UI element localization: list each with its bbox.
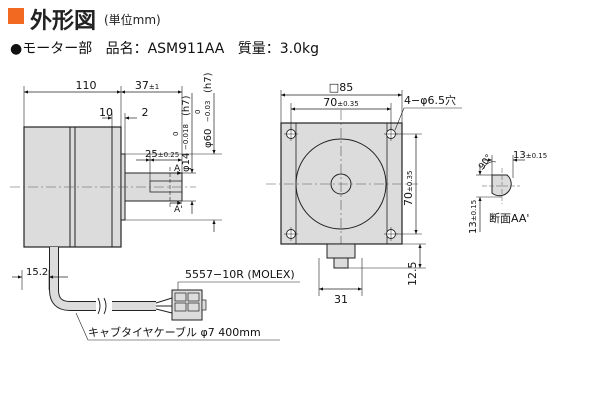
section-shape — [491, 174, 512, 197]
dia-shaft-tol-upper: 0 — [172, 132, 180, 136]
cable-outlet — [326, 243, 356, 259]
dim-square: □85 — [329, 81, 353, 94]
section-view: 90° 13±0.15 13±0.15 断面AA' — [468, 150, 547, 234]
unit-label: (単位mm) — [104, 13, 161, 27]
section-mark-a: A — [174, 164, 181, 174]
dia-shaft: φ14 — [181, 153, 192, 172]
dim-shaft-length: 37±1 — [135, 79, 159, 92]
dim-cable-height: 12.5 — [406, 262, 419, 287]
connector-label: 5557−10R (MOLEX) — [185, 268, 295, 281]
dim-flat-length: 25±0.25 — [145, 149, 179, 160]
dia-shaft-tol-lower: −0.018 — [182, 124, 190, 150]
dim-cable-offset: 15.2 — [26, 267, 48, 278]
holes-label: 4−φ6.5穴 — [404, 93, 456, 107]
dia-pilot-tol-lower: −0.03 — [204, 101, 212, 122]
dim-flange: 10 — [99, 106, 113, 119]
side-view: 110 37±1 10 2 25±0.25 φ14 0 −0.018 — [10, 72, 300, 341]
title-accent-square — [8, 8, 24, 24]
dia-pilot: φ60 — [203, 129, 214, 148]
part-label: モーター部 — [22, 41, 93, 57]
section-label: 断面AA' — [489, 211, 529, 225]
section-mark-a-prime: A' — [174, 205, 183, 215]
dim-length: 110 — [76, 79, 97, 92]
bullet-icon: ● — [10, 41, 23, 57]
dim-pilot: 2 — [142, 106, 149, 119]
mass-label: 質量： — [237, 41, 280, 57]
spec-line: ●モーター部 品名：ASM911AA 質量：3.0kg — [10, 38, 319, 58]
page-title: 外形図 — [30, 9, 97, 34]
dim-bolt-v: 70±0.35 — [402, 171, 415, 206]
dia-pilot-fit: (h7) — [203, 72, 214, 93]
mass-value: 3.0kg — [279, 41, 320, 57]
front-view: □85 70±0.35 4−φ6.5穴 70±0.35 31 1 — [266, 81, 462, 306]
product-label: 品名： — [105, 41, 148, 57]
dim-cable-width: 31 — [334, 293, 348, 306]
connector — [171, 289, 203, 321]
section-flat-height: 13±0.15 — [468, 200, 479, 234]
dia-pilot-tol-upper: 0 — [194, 110, 202, 114]
shaft-flat — [149, 180, 183, 193]
cable — [49, 247, 96, 311]
dim-bolt-h: 70±0.35 — [323, 96, 358, 109]
section-flat-width: 13±0.15 — [513, 150, 547, 161]
cable-label: キャブタイヤケーブル φ7 400mm — [88, 325, 261, 339]
dia-shaft-fit: (h7) — [181, 95, 192, 116]
product-name: ASM911AA — [147, 41, 225, 57]
